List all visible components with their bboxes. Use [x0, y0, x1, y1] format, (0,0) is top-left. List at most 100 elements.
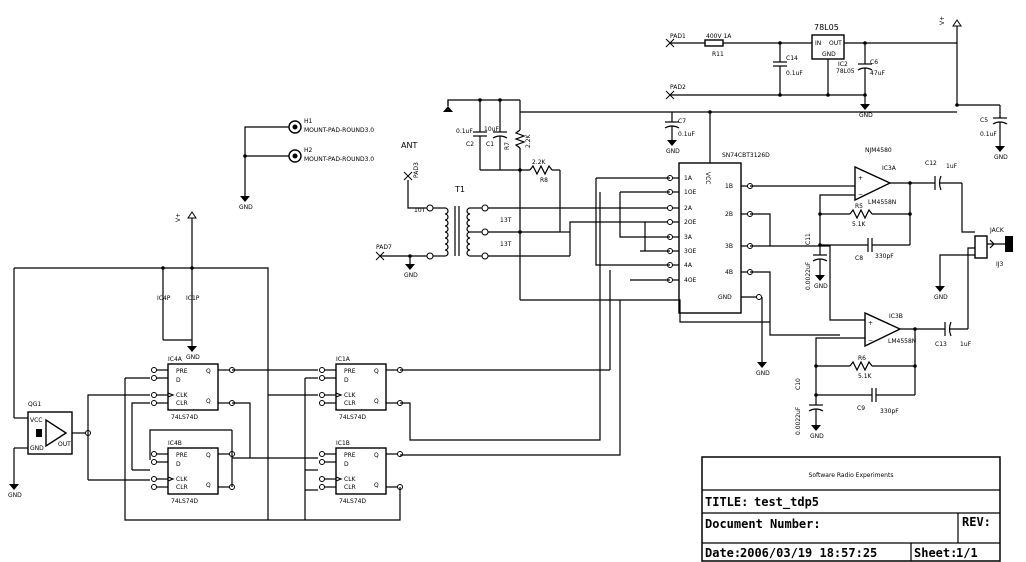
- ic2-part: 78L05: [836, 68, 855, 75]
- svg-text:V+: V+: [175, 213, 182, 222]
- svg-text:C9: C9: [857, 405, 865, 412]
- company-name: Software Radio Experiments: [809, 472, 894, 479]
- jack-label: JACK: [989, 227, 1005, 234]
- mount-hole-h2: H2 MOUNT-PAD-ROUND3.0: [288, 147, 374, 163]
- sheet-value: 1/1: [956, 546, 978, 560]
- ic3a-label: IC3A: [882, 165, 897, 172]
- svg-text:V+: V+: [939, 16, 946, 25]
- svg-text:GND: GND: [814, 283, 828, 290]
- regulator-name: 78L05: [814, 23, 839, 32]
- ic3a-part: LM4558N: [868, 199, 896, 206]
- mux-pin-label: 2B: [725, 211, 733, 218]
- resistor-r5: R5 5.1K: [820, 203, 910, 228]
- jack-part: IJ3: [996, 261, 1004, 268]
- c14-label: C14: [786, 55, 798, 62]
- svg-text:GND: GND: [994, 154, 1008, 161]
- svg-text:PRE: PRE: [344, 368, 356, 375]
- svg-text:5.1K: 5.1K: [852, 221, 867, 228]
- svg-text:−: −: [868, 337, 873, 344]
- c1-label: C1: [486, 141, 494, 148]
- opamp-ic3b: + − IC3B LM4558N: [815, 311, 945, 395]
- fuse-r11: 400V 1A R11: [704, 33, 732, 58]
- opamp-ic3a: + − NJM4580 IC3A LM4558N: [819, 147, 935, 245]
- svg-text:CLR: CLR: [176, 484, 188, 491]
- svg-text:CLK: CLK: [344, 392, 357, 399]
- capacitor-c1: 10uF C1: [484, 100, 508, 170]
- svg-text:D: D: [344, 461, 349, 468]
- svg-text:CLR: CLR: [344, 400, 356, 407]
- svg-text:VCC: VCC: [704, 172, 711, 184]
- svg-text:C13: C13: [935, 341, 947, 348]
- svg-text:Q: Q: [374, 482, 379, 489]
- svg-text:GND: GND: [8, 492, 22, 499]
- date-label: Date:: [705, 546, 741, 560]
- capacitor-c9: C9 330pF: [816, 388, 915, 415]
- c2-value: 0.1uF: [456, 128, 473, 135]
- ff-part-label: 74LS74D: [339, 498, 366, 505]
- document-number-label: Document Number:: [705, 517, 821, 531]
- antenna-transformer-section: ANT PAD3 T1 10T 13T 13T PAD7: [375, 141, 670, 279]
- svg-text:Q: Q: [374, 452, 379, 459]
- svg-text:C8: C8: [855, 255, 863, 262]
- mux-pin-label: 1B: [725, 183, 733, 190]
- svg-text:+: +: [858, 175, 863, 182]
- sheet-label: Sheet:: [914, 546, 957, 560]
- svg-text:R6: R6: [858, 355, 866, 362]
- svg-text:CLR: CLR: [176, 400, 188, 407]
- mux-pin-label: 1OE: [684, 189, 697, 196]
- mux-pin-label: 3A: [684, 234, 693, 241]
- svg-text:R5: R5: [855, 203, 863, 210]
- fuse-rating-label: 400V 1A: [706, 33, 732, 40]
- c6-label: C6: [870, 59, 878, 66]
- svg-text:PRE: PRE: [176, 452, 188, 459]
- r7-label: R7: [504, 142, 511, 150]
- svg-text:D: D: [176, 377, 181, 384]
- c6-value: 47uF: [870, 70, 885, 77]
- h1-label: H1: [304, 118, 313, 125]
- ff-part-label: 74LS74D: [339, 414, 366, 421]
- title-value: test_tdp5: [754, 495, 819, 510]
- svg-text:D: D: [176, 461, 181, 468]
- ic4b-label: IC4B: [168, 440, 182, 447]
- c14-value: 0.1uF: [786, 70, 803, 77]
- mux-pin-label: 3OE: [684, 248, 697, 255]
- audio-jack: JACK IJ3 GND: [934, 227, 1013, 301]
- svg-text:CLR: CLR: [344, 484, 356, 491]
- svg-text:Q: Q: [374, 398, 379, 405]
- mux-input-wiring: [560, 177, 670, 365]
- mux-pin-label: 2A: [684, 205, 693, 212]
- c7-value: 0.1uF: [678, 131, 695, 138]
- mux-pin-label: 4OE: [684, 277, 697, 284]
- rev-label: REV:: [962, 515, 991, 529]
- svg-text:Q: Q: [206, 452, 211, 459]
- capacitor-c13: C13 1uF: [935, 321, 972, 348]
- svg-text:C10: C10: [795, 378, 802, 390]
- bias-network: 0.1uF C2 10uF C1 R7 2.2K 2.2K R8: [443, 98, 561, 300]
- r11-label: R11: [712, 51, 724, 58]
- resistor-r6: R6 5.1K: [816, 355, 915, 380]
- svg-text:GND: GND: [186, 354, 200, 361]
- svg-text:Q: Q: [374, 368, 379, 375]
- svg-text:5.1K: 5.1K: [858, 373, 873, 380]
- t1-label: T1: [454, 185, 465, 194]
- mux-pin-label: 2OE: [684, 219, 697, 226]
- title-block: Software Radio Experiments TITLE: test_t…: [701, 456, 1001, 562]
- svg-text:PAD7: PAD7: [376, 244, 392, 251]
- svg-text:PAD3: PAD3: [413, 162, 420, 178]
- mounting-holes: H1 MOUNT-PAD-ROUND3.0 H2 MOUNT-PAD-ROUND…: [239, 118, 374, 211]
- svg-text:PRE: PRE: [344, 452, 356, 459]
- ic4a-label: IC4A: [168, 356, 183, 363]
- svg-text:GND: GND: [810, 433, 824, 440]
- ic1a-label: IC1A: [336, 356, 351, 363]
- ff-part-label: 74LS74D: [171, 498, 198, 505]
- ic1p-label: IC1P: [186, 295, 200, 302]
- r8-label: R8: [540, 177, 548, 184]
- mux-pin-label: 3B: [725, 243, 733, 250]
- capacitor-c7: C7 0.1uF GND: [664, 112, 695, 155]
- c7-label: C7: [678, 118, 686, 125]
- h2-value: MOUNT-PAD-ROUND3.0: [304, 156, 374, 163]
- ic3b-label: IC3B: [889, 313, 903, 320]
- antenna-label: ANT: [401, 141, 417, 150]
